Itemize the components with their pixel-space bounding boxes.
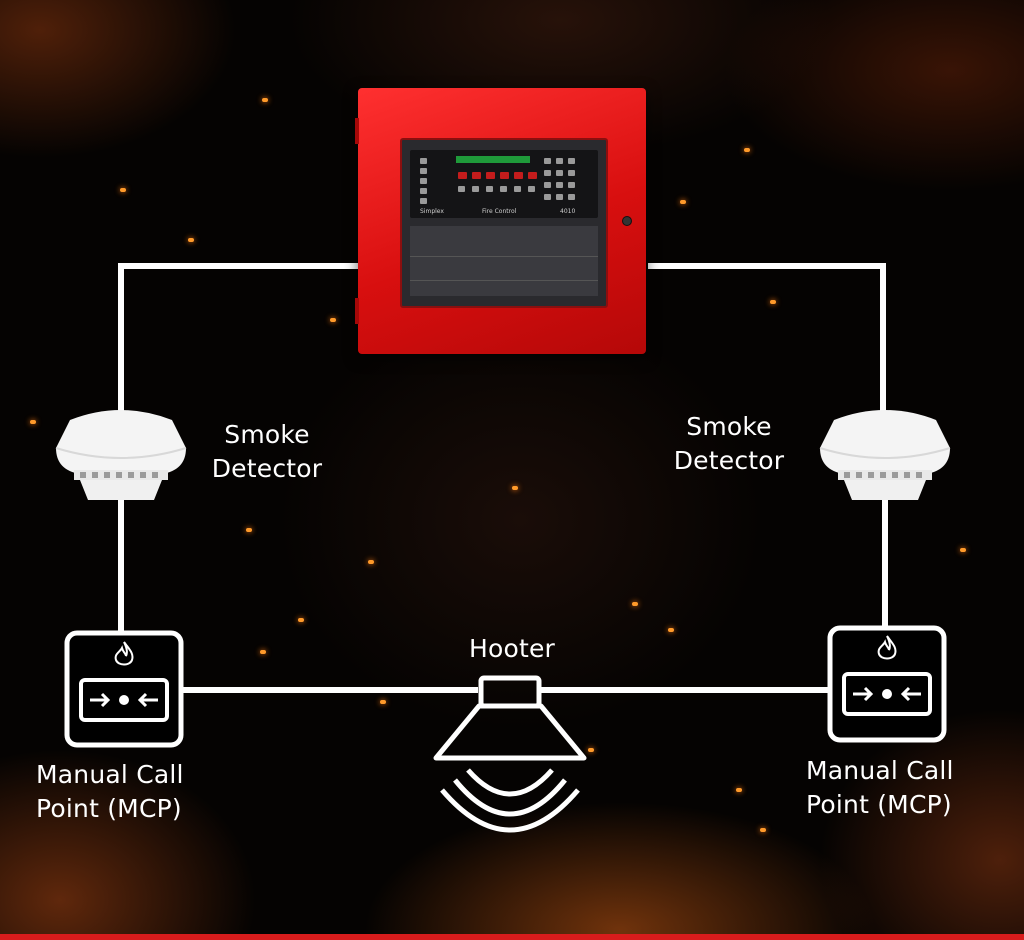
manual-call-point-icon <box>64 630 184 748</box>
smoke-detector-right-label: Smoke Detector <box>656 410 802 478</box>
panel-key <box>472 172 481 179</box>
panel-key <box>514 186 521 192</box>
smoke-detector-icon <box>819 410 951 500</box>
panel-key <box>556 158 563 164</box>
smoke-detector-icon <box>55 410 187 500</box>
smoke-detector-left-label: Smoke Detector <box>196 418 338 486</box>
ember <box>368 560 374 564</box>
panel-key <box>544 158 551 164</box>
panel-key <box>500 186 507 192</box>
panel-key <box>556 182 563 188</box>
label-line: Smoke <box>686 412 772 441</box>
panel-key <box>472 186 479 192</box>
panel-key <box>500 172 509 179</box>
label-line: Detector <box>211 454 323 483</box>
panel-key <box>458 172 467 179</box>
panel-key <box>544 182 551 188</box>
panel-brand: Simplex <box>420 208 444 215</box>
panel-key <box>556 170 563 176</box>
ember <box>632 602 638 606</box>
label-line: Point (MCP) <box>36 794 182 823</box>
panel-caption: Fire Control <box>482 208 517 215</box>
ember <box>588 748 594 752</box>
panel-indicator <box>420 158 427 164</box>
label-line: Manual Call <box>36 760 184 789</box>
ember <box>744 148 750 152</box>
label-line: Point (MCP) <box>806 790 952 819</box>
hooter-label: Hooter <box>448 632 576 666</box>
flame-icon <box>114 641 134 666</box>
ember <box>298 618 304 622</box>
manual-call-point-icon <box>827 625 947 743</box>
ember <box>960 548 966 552</box>
panel-hinge <box>355 298 359 324</box>
panel-key <box>486 186 493 192</box>
ember <box>380 700 386 704</box>
label-line: Detector <box>673 446 785 475</box>
panel-keypad: Simplex Fire Control 4010 <box>410 150 598 218</box>
panel-key <box>486 172 495 179</box>
hooter-icon <box>433 675 587 833</box>
panel-key <box>544 194 551 200</box>
ember <box>330 318 336 322</box>
panel-hinge <box>355 118 359 144</box>
flame-icon <box>877 635 897 660</box>
panel-lock <box>622 216 632 226</box>
panel-key <box>568 170 575 176</box>
ember <box>188 238 194 242</box>
panel-key <box>514 172 523 179</box>
label-line: Manual Call <box>806 756 954 785</box>
panel-indicator <box>420 178 427 184</box>
mcp-left-label: Manual Call Point (MCP) <box>36 758 226 826</box>
label-line: Smoke <box>224 420 310 449</box>
ember <box>246 528 252 532</box>
panel-indicator <box>420 168 427 174</box>
ember <box>668 628 674 632</box>
fire-alarm-control-panel-icon: Simplex Fire Control 4010 <box>355 88 646 354</box>
panel-key <box>568 158 575 164</box>
ember <box>760 828 766 832</box>
panel-lower-compartment <box>410 226 598 296</box>
wire-panel-to-left-detector <box>118 263 358 412</box>
wire-panel-to-right-detector <box>648 263 886 412</box>
label-line: Hooter <box>468 634 556 663</box>
panel-key <box>568 182 575 188</box>
ember <box>260 650 266 654</box>
panel-key <box>528 186 535 192</box>
panel-key <box>528 172 537 179</box>
panel-divider <box>410 256 598 257</box>
ember <box>770 300 776 304</box>
accent-bar <box>0 934 1024 940</box>
panel-key <box>544 170 551 176</box>
ember <box>736 788 742 792</box>
panel-model: 4010 <box>560 208 576 215</box>
panel-indicator <box>420 188 427 194</box>
panel-key <box>556 194 563 200</box>
panel-key <box>568 194 575 200</box>
ember <box>512 486 518 490</box>
ember <box>262 98 268 102</box>
ember <box>30 420 36 424</box>
panel-indicator <box>420 198 427 204</box>
ember <box>120 188 126 192</box>
panel-lcd <box>456 156 530 163</box>
panel-divider <box>410 280 598 281</box>
panel-window: Simplex Fire Control 4010 <box>400 138 608 308</box>
mcp-right-label: Manual Call Point (MCP) <box>806 754 996 822</box>
panel-key <box>458 186 465 192</box>
ember <box>680 200 686 204</box>
